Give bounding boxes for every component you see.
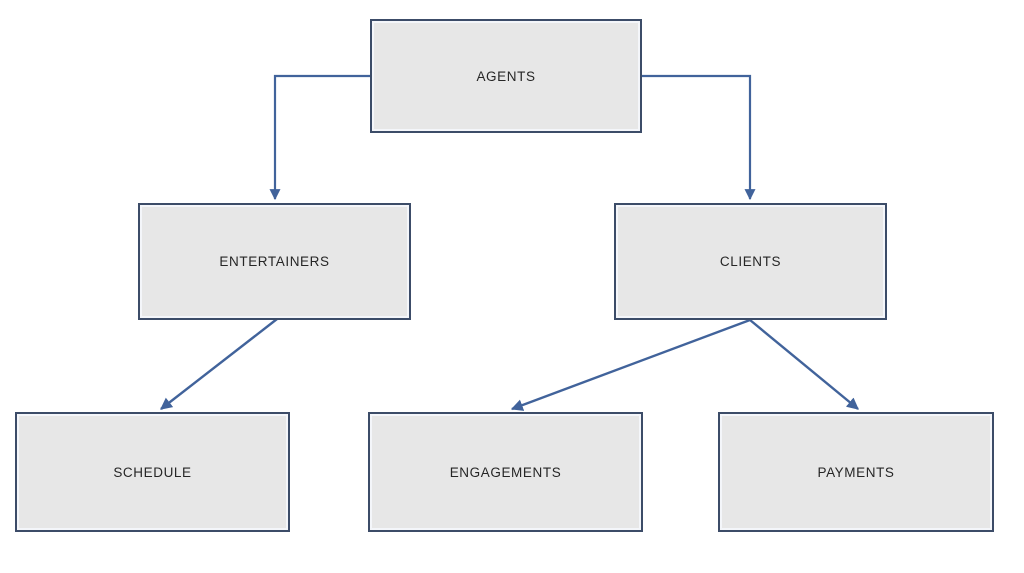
edge-clients-to-payments — [749, 319, 859, 410]
node-schedule-label: SCHEDULE — [113, 464, 192, 480]
node-schedule[interactable]: SCHEDULE — [15, 412, 290, 532]
node-payments-label: PAYMENTS — [817, 464, 895, 480]
edge-clients-to-engagements — [510, 318, 751, 411]
node-entertainers[interactable]: ENTERTAINERS — [138, 203, 411, 320]
edge-agents-to-clients — [642, 74, 756, 201]
node-agents[interactable]: AGENTS — [370, 19, 642, 133]
node-agents-label: AGENTS — [476, 68, 536, 84]
edge-agents-to-entertainers — [269, 74, 370, 201]
node-engagements[interactable]: ENGAGEMENTS — [368, 412, 643, 532]
node-entertainers-label: ENTERTAINERS — [219, 254, 330, 269]
node-clients[interactable]: CLIENTS — [614, 203, 887, 320]
node-engagements-label: ENGAGEMENTS — [449, 464, 562, 480]
node-clients-label: CLIENTS — [719, 254, 782, 269]
node-payments[interactable]: PAYMENTS — [718, 412, 994, 532]
edge-entertainers-to-schedule — [160, 318, 278, 410]
